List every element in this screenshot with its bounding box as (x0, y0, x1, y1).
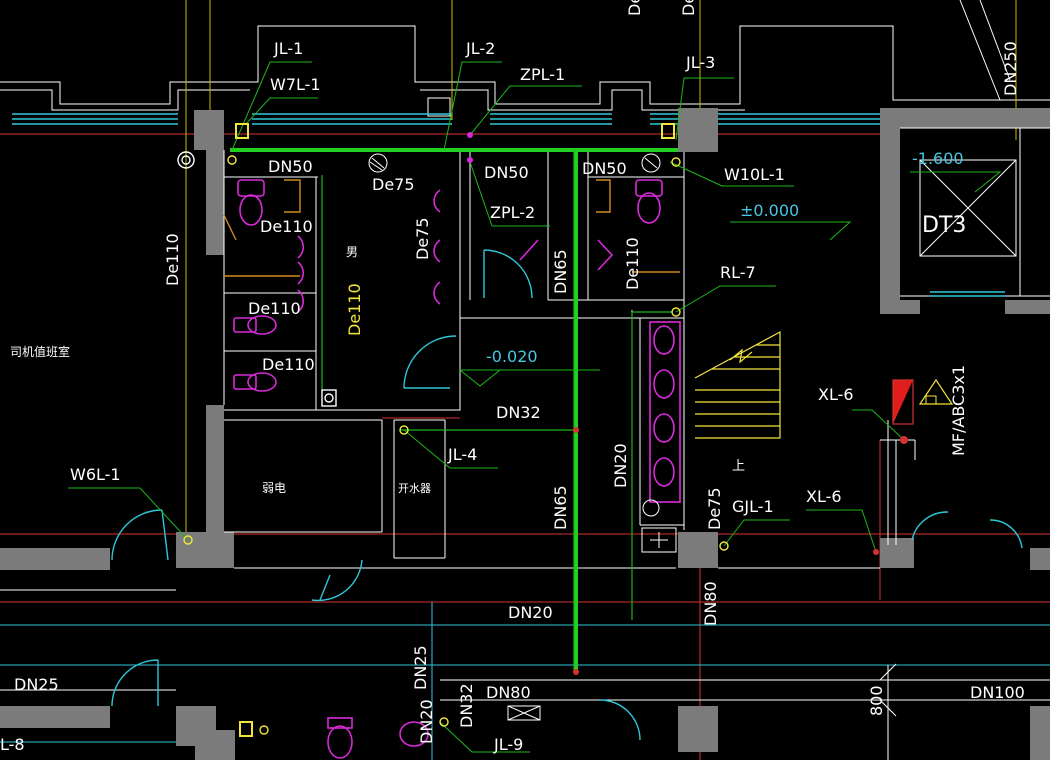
label-dn50-b: DN50 (484, 163, 529, 182)
label-mens-room: 男 (346, 245, 358, 259)
label-jl-9: JL-9 (493, 735, 523, 754)
label-de110-c: De110 (262, 355, 315, 374)
label-weak-current: 弱电 (262, 481, 286, 495)
pipe-nodes (467, 132, 908, 675)
fixtures (233, 179, 681, 759)
label-dn25-a: DN25 (14, 675, 59, 694)
label-de110-b: De110 (248, 299, 301, 318)
elevation-3: -0.020 (486, 347, 538, 366)
label-elevator: DT3 (922, 213, 966, 238)
label-driver-room: 司机值班室 (10, 344, 70, 359)
label-dn32-b: DN32 (457, 683, 476, 728)
label-dn20-a: DN20 (508, 603, 553, 622)
label-de75-c: De75 (705, 487, 724, 530)
mop-sink (641, 527, 677, 553)
label-dn65-b: DN65 (551, 485, 570, 530)
doors (111, 249, 1023, 741)
thin-green-pipes (321, 150, 672, 672)
label-dn20-b: DN20 (611, 443, 630, 488)
label-dn250: DN250 (1001, 41, 1020, 96)
label-dn50-c: DN50 (582, 159, 627, 178)
label-xl-6-b: XL-6 (806, 487, 842, 506)
elevation-2: ±0.000 (740, 201, 799, 220)
label-dn100: DN100 (970, 683, 1025, 702)
dimension-marks (507, 663, 897, 760)
fire-extinguisher (892, 378, 954, 425)
label-dn20-c: DN20 (417, 699, 436, 744)
label-zpl-2: ZPL-2 (490, 203, 535, 222)
label-l-8: L-8 (0, 735, 25, 754)
label-dn80-b: DN80 (701, 581, 720, 626)
label-w7l-1: W7L-1 (270, 75, 321, 94)
label-up: 上 (732, 459, 745, 474)
label-de-top-2: De (679, 0, 698, 16)
label-de110-e: De110 (623, 237, 642, 290)
label-de75-b: De75 (413, 217, 432, 260)
label-de75-a: De75 (372, 175, 415, 194)
label-de110-yellow: De110 (345, 283, 364, 336)
label-de110-a: De110 (260, 217, 313, 236)
elevator-door (930, 291, 1005, 297)
leader-lines (68, 61, 1002, 753)
label-de110-left: De110 (163, 233, 182, 286)
stall-doors (223, 179, 680, 277)
label-800: 800 (867, 685, 886, 716)
label-mf-abc: MF/ABC3x1 (949, 365, 968, 456)
floor-drains (368, 153, 661, 517)
wall-valves (235, 123, 675, 737)
label-dn50-a: DN50 (268, 157, 313, 176)
label-dn80-a: DN80 (486, 683, 531, 702)
label-zpl-1: ZPL-1 (520, 65, 565, 84)
label-jl-2: JL-2 (465, 39, 495, 58)
label-dn65-a: DN65 (551, 249, 570, 294)
interior-walls (0, 127, 1050, 701)
water-pipes (230, 148, 678, 672)
riser-markers (177, 151, 729, 735)
label-xl-6-a: XL-6 (818, 385, 854, 404)
cyan-grid-lines (0, 602, 1050, 760)
label-w6l-1: W6L-1 (70, 465, 121, 484)
elevation-1: -1.600 (912, 149, 964, 168)
label-gjl-1: GJL-1 (732, 497, 774, 516)
label-de-top-1: De (625, 0, 644, 16)
label-dn25-b: DN25 (411, 645, 430, 690)
elevator-shaft (919, 0, 1017, 257)
stairs (694, 330, 781, 439)
label-jl-1: JL-1 (273, 39, 303, 58)
label-dn32-a: DN32 (496, 403, 541, 422)
toilet-stalls (224, 176, 684, 410)
label-jl-4: JL-4 (447, 445, 477, 464)
label-rl-7: RL-7 (720, 263, 756, 282)
label-boiler: 开水器 (398, 482, 431, 495)
label-w10l-1: W10L-1 (724, 165, 785, 184)
label-jl-3: JL-3 (685, 53, 715, 72)
